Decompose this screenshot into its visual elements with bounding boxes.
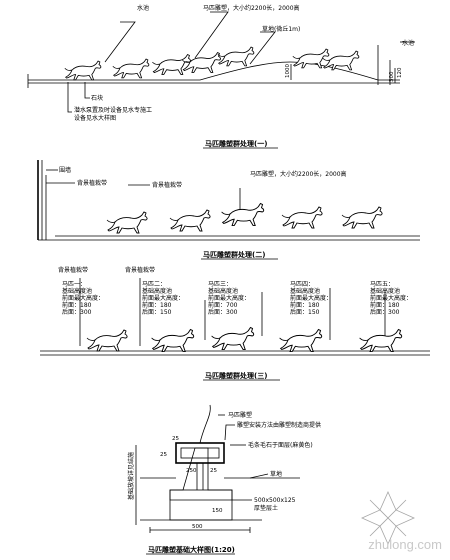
svg-text:马匹三：: 马匹三： (208, 280, 232, 288)
svg-text:马匹一：: 马匹一： (62, 280, 86, 288)
svg-text:马匹二：: 马匹二： (142, 280, 166, 288)
label-water: 水池 (137, 4, 149, 12)
label-base-note: 厚垫层土 (254, 504, 278, 512)
label-side-note: 基础放坡详见结施 (127, 452, 135, 500)
svg-text:后面：300: 后面：300 (208, 308, 238, 316)
horse-sculpture (64, 60, 102, 81)
horse-sculpture (221, 203, 265, 227)
svg-text:基础高度池: 基础高度池 (370, 287, 400, 295)
label-pump-note: 潜水泵置及时设备见水专施工 (74, 106, 152, 114)
svg-text:后面：300: 后面：300 (62, 308, 92, 316)
label-bg-shrubs: 背景植栽带 (125, 266, 155, 274)
watermark-text: zhulong.com (368, 537, 442, 552)
dimension: 1000 (285, 64, 291, 78)
foundation-detail: 马匹雕塑 雕塑安装方法由雕塑制造商提供 毛条毛石于面层(麻黄色) 草地 500x… (127, 404, 321, 555)
svg-text:基础高度池: 基础高度池 (62, 287, 92, 295)
horse-sculpture (106, 211, 148, 234)
label-sculpture: 马匹雕塑 (228, 411, 252, 419)
label-stone-finish: 毛条毛石于面层(麻黄色) (248, 441, 313, 449)
horse-sculpture (211, 327, 255, 351)
horse-sculpture (341, 206, 383, 229)
svg-text:前面：180: 前面：180 (370, 301, 400, 309)
label-bg-shrubs: 背景植栽带 (152, 181, 182, 189)
horse-sculpture (217, 46, 255, 67)
horse-sculpture (86, 329, 128, 352)
horse-1-note: 马匹一： 基础高度池 前面最大高度： 前面：180 后面：300 (62, 280, 104, 316)
svg-text:基础高度池: 基础高度池 (290, 287, 320, 295)
label-lawn: 草地 (270, 470, 282, 478)
svg-text:前面最大高度：: 前面最大高度： (142, 294, 184, 302)
label-base-size: 500x500x125 (254, 497, 296, 504)
horse-sculpture (151, 54, 191, 75)
label-pump-note-2: 设备见水大样图 (74, 114, 116, 122)
svg-text:后面：150: 后面：150 (290, 308, 320, 316)
section-title: 马匹雕塑群处理(二) (203, 250, 265, 259)
section-title: 马匹雕塑群处理(三) (205, 371, 267, 380)
horse-2-note: 马匹二： 基础高度池 前面最大高度： 前面：180 后面：150 (142, 280, 184, 316)
svg-text:前面：180: 前面：180 (142, 301, 172, 309)
label-anchor: 雕塑安装方法由雕塑制造商提供 (237, 421, 321, 429)
svg-text:前面最大高度：: 前面最大高度： (290, 294, 332, 302)
dimension: 150 (212, 508, 223, 514)
label-bg-trees: 背景植栽带 (58, 266, 88, 274)
detail-title: 马匹雕塑基础大样图(1:20) (148, 545, 235, 554)
label-stone: 石块 (91, 94, 103, 102)
section-1: 水池 马匹雕塑，大小约2200长，2000高 草地(微丘1m) 水池 石块 潜水… (27, 4, 415, 149)
horse-sculpture (151, 329, 195, 353)
horse-sculpture (279, 329, 323, 353)
horse-sculpture (112, 58, 150, 79)
section-3: 背景植栽带 背景植栽带 马匹一： 基础高度池 前面最大高度： 前面：180 后面… (40, 266, 430, 381)
horse-sculpture (359, 329, 403, 353)
horse-sculpture (169, 209, 211, 232)
dimension: 250 (186, 468, 197, 474)
horse-5-note: 马匹五： 基础高度池 前面最大高度： 前面：180 后面：300 (370, 280, 412, 316)
svg-text:后面：300: 后面：300 (370, 308, 400, 316)
dimension: 25 (210, 468, 217, 474)
svg-text:基础高度池: 基础高度池 (208, 287, 238, 295)
svg-text:前面最大高度：: 前面最大高度： (62, 294, 104, 302)
svg-text:基础高度池: 基础高度池 (142, 287, 172, 295)
dimension: 500 (192, 524, 203, 530)
svg-text:前面最大高度：: 前面最大高度： (370, 294, 412, 302)
dimension: 25 (160, 452, 167, 458)
section-title: 马匹雕塑群处理(一) (205, 139, 267, 148)
horse-sculpture (281, 206, 323, 229)
label-horse-group: 马匹雕塑，大小约2200长，2000高 (203, 4, 300, 12)
label-water-right: 水池 (402, 39, 414, 47)
watermark-logo (361, 491, 415, 545)
label-horse-group: 马匹雕塑，大小约2200长，2000高 (250, 170, 347, 178)
dimension: 25 (172, 436, 179, 442)
label-bg-trees: 背景植栽带 (77, 179, 107, 187)
horse-4-note: 马匹四： 基础高度池 前面最大高度： 前面：180 后面：150 (290, 280, 332, 316)
svg-text:前面：700: 前面：700 (208, 301, 238, 309)
label-lawn: 草地(微丘1m) (262, 25, 300, 33)
svg-text:前面：180: 前面：180 (62, 301, 92, 309)
svg-text:马匹五：: 马匹五： (370, 280, 394, 288)
dimension: 120 (397, 67, 403, 78)
horse-3-note: 马匹三： 基础高度池 前面最大高度： 前面：700 后面：300 (208, 280, 250, 316)
svg-text:前面：180: 前面：180 (290, 301, 320, 309)
label-wall: 围墙 (59, 166, 71, 174)
svg-text:后面：150: 后面：150 (142, 308, 172, 316)
dimension: 300 (389, 71, 395, 82)
section-2: 围墙 背景植栽带 背景植栽带 马匹雕塑，大小约2200长，2000高 马匹雕塑群… (37, 160, 420, 260)
svg-text:马匹四：: 马匹四： (290, 280, 314, 288)
svg-text:前面最大高度：: 前面最大高度： (208, 294, 250, 302)
